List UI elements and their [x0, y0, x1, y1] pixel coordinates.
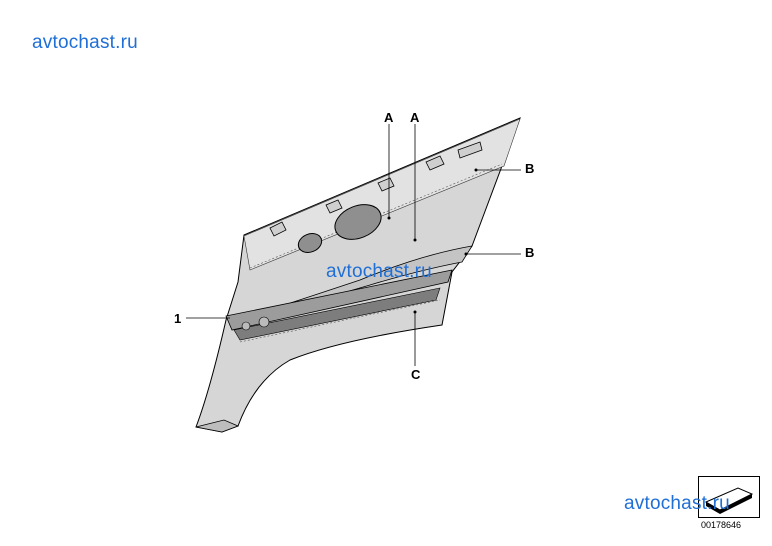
reference-thumbnail-icon	[698, 476, 760, 518]
callout-a-upper-right: A	[410, 110, 420, 125]
part-number: 00178646	[701, 520, 742, 530]
watermark-top: avtochast.ru	[32, 32, 138, 53]
watermark-bottom: avtochast.ru	[624, 493, 730, 514]
mounting-tabs	[269, 141, 483, 237]
callout-a-upper-left: A	[384, 110, 394, 125]
watermark-center: avtochast.ru	[326, 261, 432, 282]
pocket-button-2	[241, 321, 251, 331]
storage-pocket	[233, 287, 441, 341]
leader-lines	[186, 124, 521, 366]
pocket-button	[258, 316, 270, 328]
callout-b-lower: B	[525, 245, 535, 260]
callout-b-upper: B	[525, 161, 535, 176]
callout-1: 1	[174, 311, 182, 326]
trim-panel-body	[195, 117, 521, 433]
large-speaker-opening	[334, 204, 382, 240]
upper-panel-section	[243, 118, 521, 271]
trim-strip	[225, 269, 453, 331]
small-speaker-opening	[297, 233, 323, 253]
callout-c: C	[411, 367, 421, 382]
panel-bottom-edge	[195, 419, 240, 433]
leader-dots	[387, 168, 478, 314]
